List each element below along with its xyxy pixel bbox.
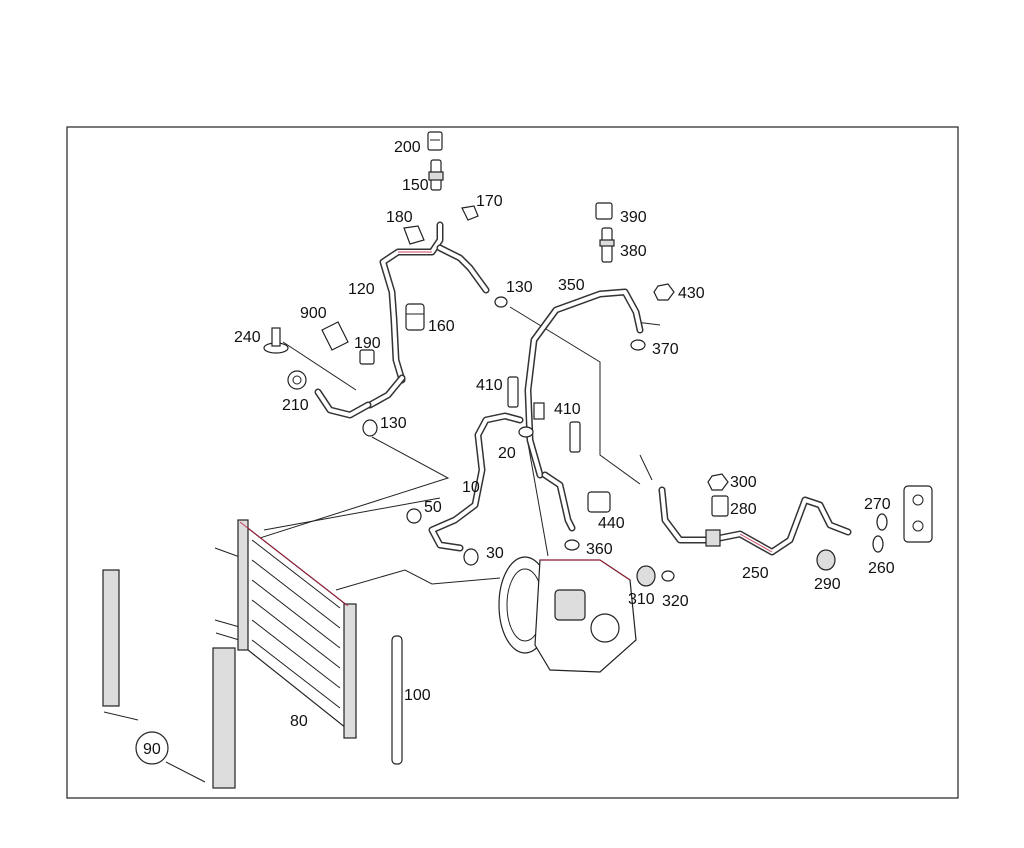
- o-ring-50: [406, 508, 422, 524]
- washer-320: [661, 570, 675, 582]
- o-ring-270: [876, 513, 888, 531]
- label-120: 120: [348, 281, 375, 298]
- label-350: 350: [558, 277, 585, 294]
- bracket-90-left: [102, 569, 120, 707]
- hose-250: [658, 486, 852, 556]
- bracket-160: [405, 303, 425, 331]
- label-170: 170: [476, 193, 503, 210]
- nut-430: [653, 283, 675, 301]
- expansion-valve: [903, 485, 933, 543]
- hose-10: [428, 412, 524, 552]
- label-150: 150: [402, 177, 429, 194]
- label-320: 320: [662, 593, 689, 610]
- o-ring-370: [630, 339, 646, 351]
- label-210: 210: [282, 397, 309, 414]
- hose-350: [524, 288, 644, 532]
- label-130a: 130: [506, 279, 533, 296]
- dryer-100: [391, 635, 403, 765]
- fitting-190: [359, 349, 375, 365]
- label-30: 30: [486, 545, 504, 562]
- bracket-90-right: [212, 647, 236, 789]
- o-ring-130-left: [362, 419, 378, 437]
- label-50: 50: [424, 499, 442, 516]
- grommet-290: [816, 549, 836, 571]
- label-380: 380: [620, 243, 647, 260]
- fitting-210-stem: [314, 388, 372, 419]
- cap-390: [595, 202, 613, 220]
- diagram-frame: [66, 126, 959, 799]
- label-20: 20: [498, 445, 516, 462]
- label-260: 260: [868, 560, 895, 577]
- o-ring-360: [564, 539, 580, 551]
- nut-300: [707, 473, 729, 491]
- cap-200: [427, 131, 443, 151]
- label-410b: 410: [554, 401, 581, 418]
- label-90: 90: [143, 741, 161, 758]
- label-190: 190: [354, 335, 381, 352]
- label-270: 270: [864, 496, 891, 513]
- label-430: 430: [678, 285, 705, 302]
- hose-120: [366, 221, 490, 409]
- label-130b: 130: [380, 415, 407, 432]
- label-370: 370: [652, 341, 679, 358]
- leader-lines: [103, 306, 661, 783]
- o-ring-20: [518, 426, 534, 438]
- callout-labels: 200 150 170 180 120 130 900 160 190 240 …: [143, 139, 895, 758]
- label-160: 160: [428, 318, 455, 335]
- grommet-210: [287, 370, 307, 390]
- callout-90-circle: [135, 731, 169, 765]
- label-10: 10: [462, 479, 480, 496]
- label-200: 200: [394, 139, 421, 156]
- label-310: 310: [628, 591, 655, 608]
- label-900: 900: [300, 305, 327, 322]
- o-ring-260: [872, 535, 884, 553]
- label-290: 290: [814, 576, 841, 593]
- label-360: 360: [586, 541, 613, 558]
- clip-180: [403, 225, 425, 245]
- clip-170: [461, 205, 479, 221]
- label-410a: 410: [476, 377, 503, 394]
- bolt-410b: [569, 421, 581, 453]
- bolt-410a: [507, 376, 519, 408]
- valve-150: [428, 159, 444, 191]
- label-250: 250: [742, 565, 769, 582]
- compressor: [498, 556, 637, 673]
- label-80: 80: [290, 713, 308, 730]
- label-280: 280: [730, 501, 757, 518]
- sensor-280: [711, 495, 729, 517]
- fitting-440: [587, 491, 611, 513]
- plug-240: [263, 327, 289, 354]
- valve-380: [599, 227, 615, 263]
- condenser-80: [237, 519, 357, 739]
- label-180: 180: [386, 209, 413, 226]
- label-240: 240: [234, 329, 261, 346]
- label-440: 440: [598, 515, 625, 532]
- o-ring-130-top: [494, 296, 508, 308]
- tag-900: [321, 321, 349, 351]
- o-ring-30: [463, 548, 479, 566]
- label-100: 100: [404, 687, 431, 704]
- grommet-310: [636, 565, 656, 587]
- label-390: 390: [620, 209, 647, 226]
- label-300: 300: [730, 474, 757, 491]
